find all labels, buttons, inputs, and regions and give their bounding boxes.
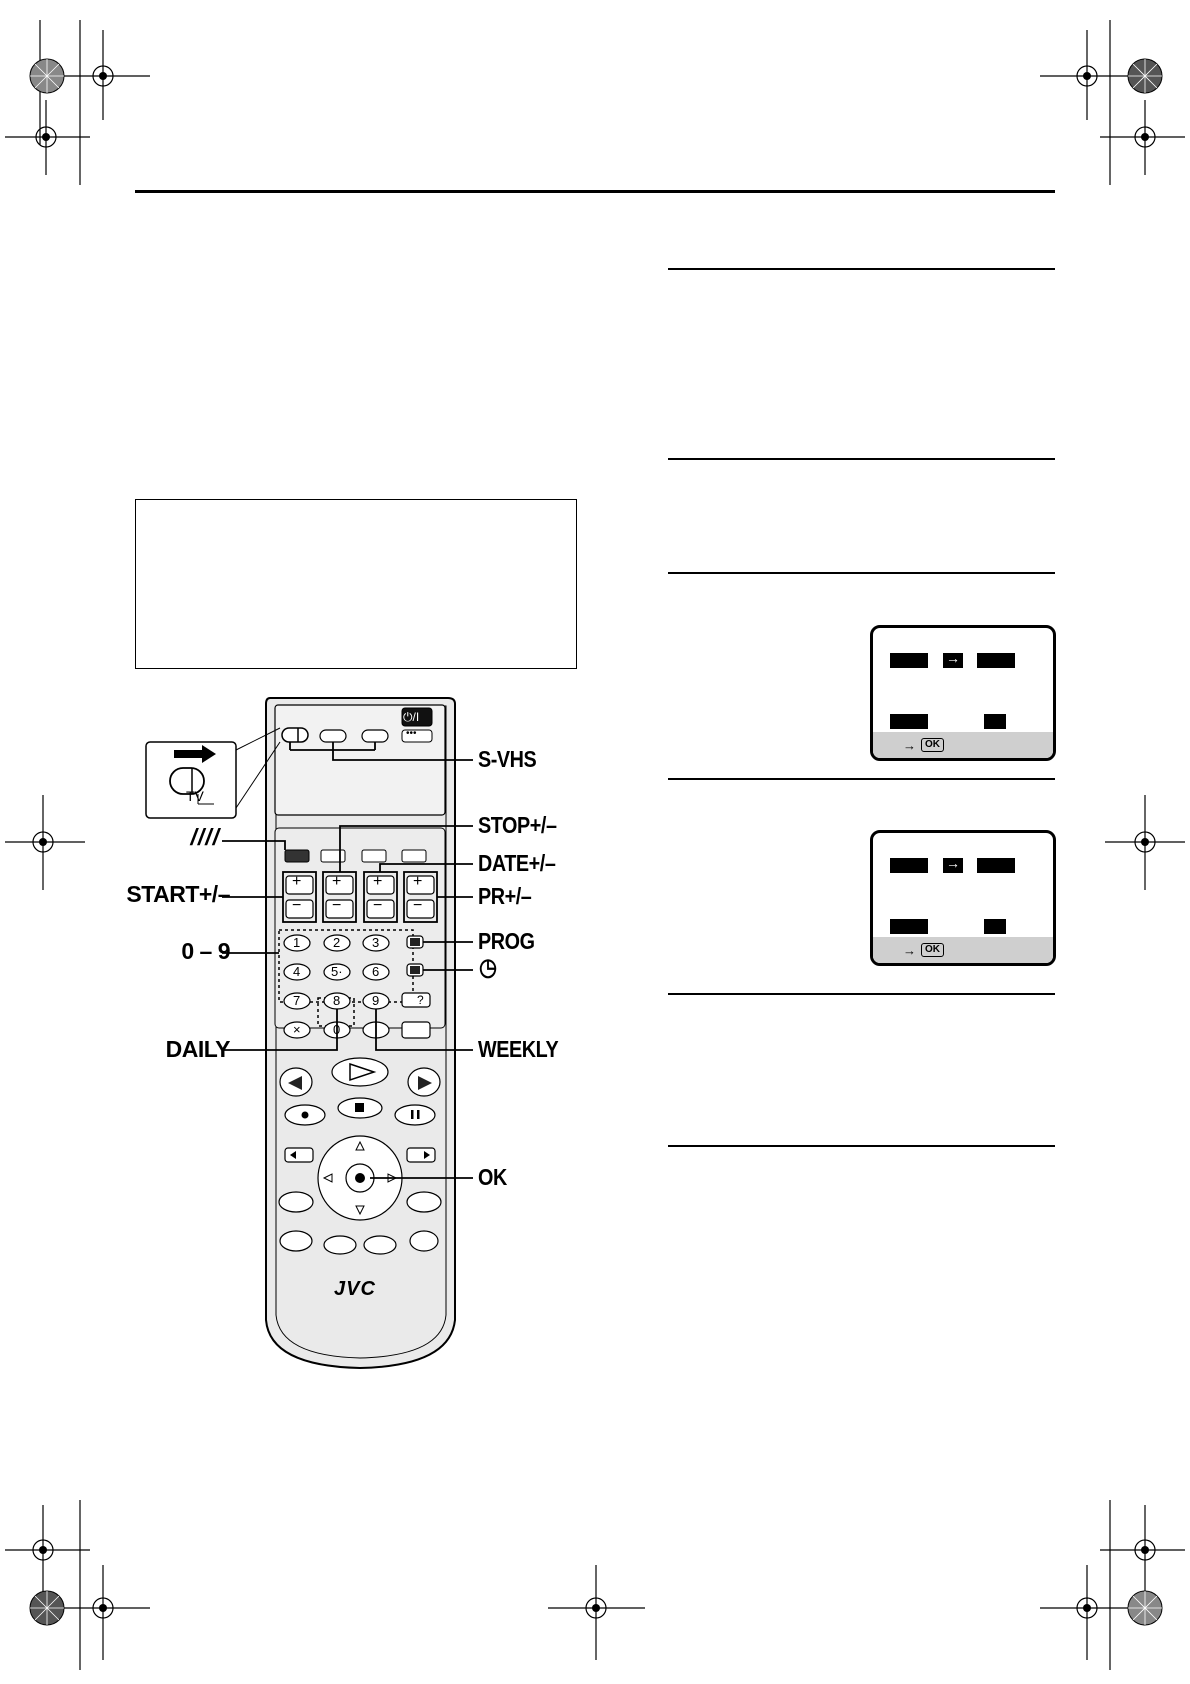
dots-button[interactable] — [401, 729, 433, 743]
key-8-label: 8 — [333, 993, 341, 1008]
plus-glyph: + — [332, 873, 342, 890]
pr-plus-button[interactable] — [406, 875, 435, 895]
osd-screen-1: → → OK — [870, 625, 1056, 761]
callout-prog: PROG — [478, 928, 535, 954]
osd-arrow: → — [946, 855, 960, 871]
key-2-label: 2 — [333, 935, 341, 950]
minus-glyph: − — [332, 897, 342, 914]
mode-switch[interactable] — [281, 727, 309, 743]
callout-ok: OK — [478, 1164, 507, 1190]
power-button[interactable] — [401, 707, 433, 727]
switch-tv-label: TV — [186, 788, 204, 804]
return-button[interactable] — [409, 1230, 439, 1252]
pr-minus-button[interactable] — [406, 899, 435, 919]
slashes-button[interactable] — [284, 849, 310, 863]
start-minus-button[interactable] — [285, 899, 314, 919]
small-left-button[interactable] — [279, 1230, 313, 1252]
plus-glyph: + — [413, 873, 423, 890]
date-minus-button[interactable] — [366, 899, 395, 919]
step-rule-1 — [668, 268, 1055, 270]
remote-illustration — [145, 697, 473, 1370]
callout-stop: STOP+/– — [478, 812, 557, 838]
key-5-label: 5· — [331, 964, 343, 979]
brand-logo: JVC — [334, 1278, 376, 1300]
callout-svhs: S-VHS — [478, 746, 537, 772]
timer-icon: ◷ — [479, 954, 497, 981]
plus-glyph: + — [373, 873, 383, 890]
pause-button[interactable] — [394, 1104, 436, 1126]
key-9-label: 9 — [372, 993, 380, 1008]
callout-start: START+/– — [126, 881, 230, 907]
key-5[interactable] — [323, 963, 351, 981]
timer-question-label: ? — [417, 993, 424, 1007]
ok-icon: OK — [921, 943, 944, 957]
key-x[interactable] — [283, 1021, 311, 1039]
callout-weekly: WEEKLY — [478, 1036, 559, 1062]
svhs-button[interactable] — [319, 729, 347, 743]
right-lower-button[interactable] — [406, 1191, 442, 1213]
key-1-label: 1 — [293, 935, 301, 950]
key-1[interactable] — [283, 934, 311, 952]
step-rule-6 — [668, 1145, 1055, 1147]
key-right[interactable] — [401, 1021, 431, 1039]
start-plus-button[interactable] — [285, 875, 314, 895]
osd-screen-2: → → OK — [870, 830, 1056, 966]
key-7-label: 7 — [293, 993, 301, 1008]
step-rule-2 — [668, 458, 1055, 460]
timer-question-button[interactable] — [401, 992, 431, 1008]
key-6-label: 6 — [372, 964, 380, 979]
callout-date: DATE+/– — [478, 850, 556, 876]
volume-minus-button[interactable] — [323, 1235, 357, 1255]
key-x-label: × — [293, 1022, 301, 1037]
osd-hint-arrow: → — [903, 738, 916, 753]
key-6[interactable] — [362, 963, 390, 981]
note-box — [135, 499, 577, 669]
callout-digits: 0 – 9 — [181, 938, 230, 964]
callout-daily: DAILY — [165, 1036, 231, 1062]
key-0-label: 0 — [333, 1022, 341, 1037]
header-rule — [135, 190, 1055, 193]
osd-arrow: → — [946, 650, 960, 666]
step-rule-5 — [668, 993, 1055, 995]
key-2[interactable] — [323, 934, 351, 952]
osd-hint-arrow: → — [903, 943, 916, 958]
minus-glyph: − — [413, 897, 423, 914]
minus-glyph: − — [292, 897, 302, 914]
step-rule-4 — [668, 778, 1055, 780]
stop-plus-button[interactable] — [325, 875, 354, 895]
key-4[interactable] — [283, 963, 311, 981]
minus-glyph: − — [373, 897, 383, 914]
date-plus-button[interactable] — [366, 875, 395, 895]
callout-slashes: //// — [190, 824, 220, 850]
stop-minus-button[interactable] — [325, 899, 354, 919]
play-button[interactable] — [331, 1057, 389, 1087]
skip-back-button[interactable] — [284, 1147, 314, 1163]
key-3[interactable] — [362, 934, 390, 952]
ok-icon: OK — [921, 738, 944, 752]
plus-glyph: + — [292, 873, 302, 890]
step-rule-3 — [668, 572, 1055, 574]
key-4-label: 4 — [293, 964, 301, 979]
skip-forward-button[interactable] — [406, 1147, 436, 1163]
aux-button[interactable] — [361, 729, 389, 743]
dots-label: ••• — [406, 728, 417, 739]
key-7[interactable] — [283, 992, 311, 1010]
key-3-label: 3 — [372, 935, 380, 950]
volume-plus-button[interactable] — [363, 1235, 397, 1255]
power-label: ⏻/I — [403, 710, 420, 724]
left-lower-button[interactable] — [278, 1191, 314, 1213]
callout-pr: PR+/– — [478, 883, 532, 909]
